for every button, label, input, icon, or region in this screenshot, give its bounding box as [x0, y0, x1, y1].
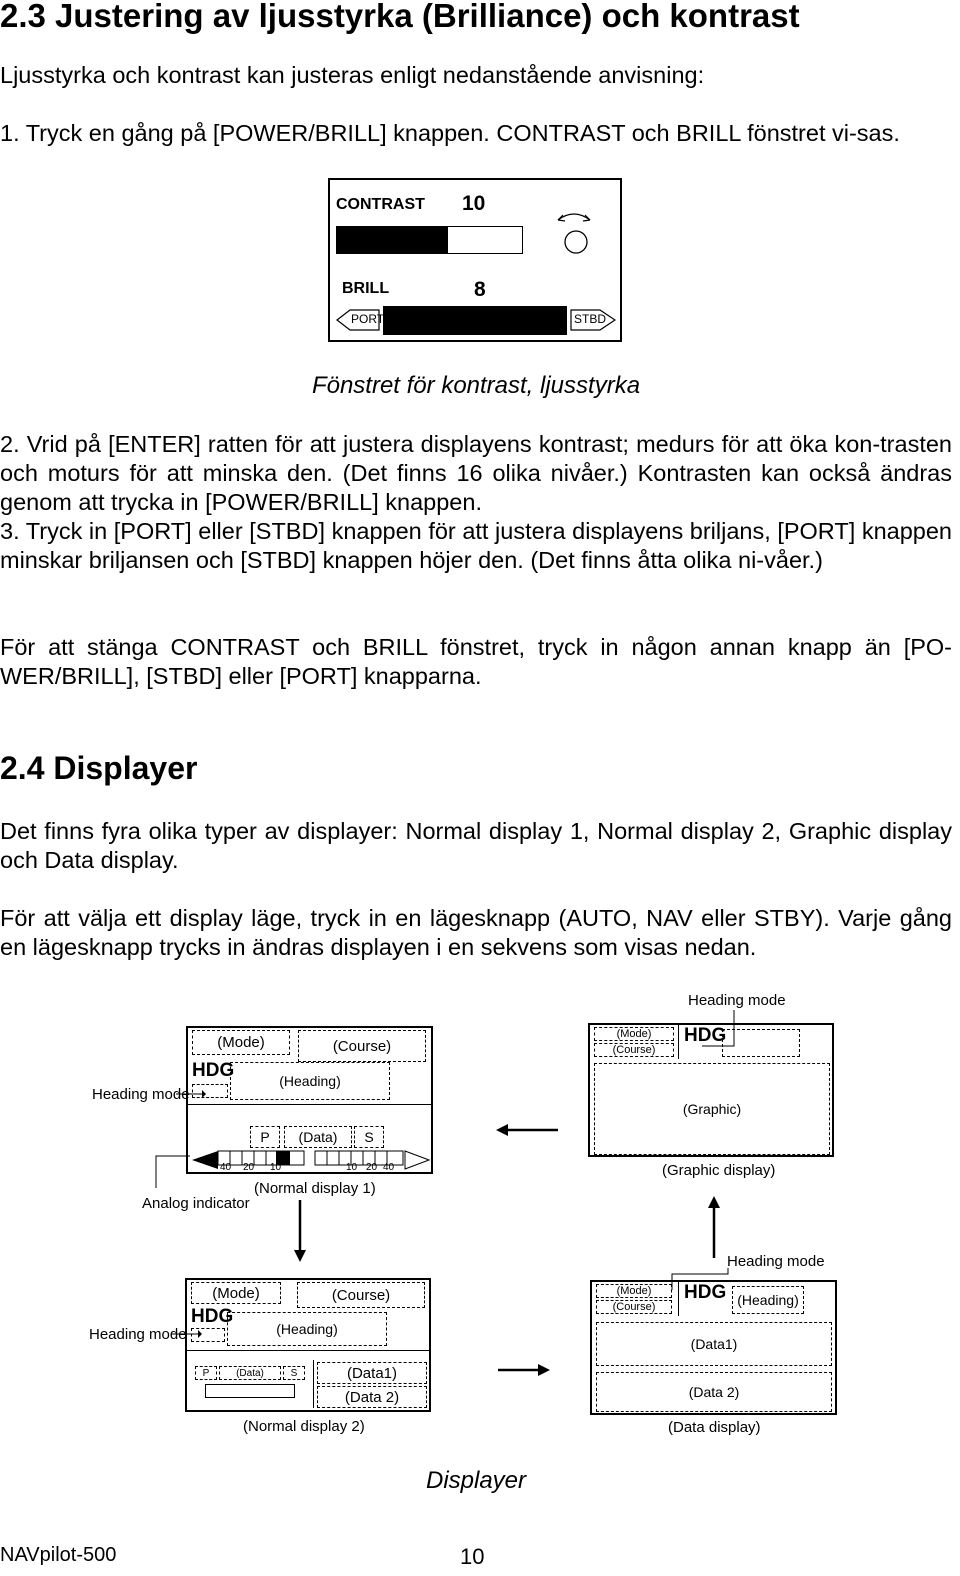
- scale-label: 10: [270, 1162, 282, 1173]
- heading-mode-callout: Heading mode: [92, 1086, 190, 1103]
- arrow-down-icon: [294, 1200, 306, 1262]
- brill-bar-fill: [383, 306, 567, 335]
- analog-scale: 40 20 10 10 20 40: [190, 1148, 431, 1173]
- scale-label: 10: [346, 1162, 358, 1173]
- graphic-field: (Graphic): [594, 1063, 830, 1155]
- divider: [187, 1350, 429, 1351]
- course-field: (Course): [594, 1043, 674, 1057]
- s-field: S: [283, 1366, 305, 1380]
- figure-caption-contrast: Fönstret för kontrast, ljusstyrka: [311, 372, 641, 399]
- divider: [313, 1360, 314, 1408]
- footer-product: NAVpilot-500: [0, 1544, 117, 1566]
- normal-display-2: (Mode) (Course) HDG (Heading) P (Data) S…: [185, 1278, 431, 1412]
- course-field: (Course): [596, 1300, 672, 1314]
- mode-field: (Mode): [596, 1284, 672, 1298]
- callout-line-icon: [671, 1268, 729, 1290]
- divider: [678, 1025, 679, 1059]
- step-1-text: 1. Tryck en gång på [POWER/BRILL] knappe…: [0, 120, 900, 146]
- graphic-display-label: (Graphic display): [662, 1162, 776, 1179]
- data2-field: (Data 2): [596, 1372, 832, 1412]
- heading-mode-callout: Heading mode: [89, 1326, 187, 1343]
- data-display: (Mode) (Course) HDG (Heading) (Data1) (D…: [590, 1280, 837, 1415]
- section-heading-2-4: 2.4 Displayer: [0, 750, 198, 786]
- callout-line-icon: [702, 1010, 735, 1047]
- brill-value: 8: [474, 278, 486, 301]
- scale-label: 20: [243, 1162, 255, 1173]
- data-field: (Data): [219, 1366, 281, 1380]
- port-label: PORT: [351, 312, 385, 326]
- hdg-label: HDG: [192, 1060, 235, 1081]
- contrast-value: 10: [462, 192, 486, 215]
- course-field: (Course): [297, 1282, 425, 1308]
- stbd-label: STBD: [574, 312, 607, 326]
- data2-field: (Data 2): [317, 1386, 427, 1408]
- stbd-arrow-icon: STBD: [570, 308, 617, 332]
- heading-mode-callout: Heading mode: [727, 1253, 825, 1270]
- contrast-brill-window: CONTRAST 10 BRILL 8 PORT STBD: [328, 178, 622, 342]
- course-field: (Course): [298, 1030, 426, 1062]
- normal-display-1: (Mode) (Course) HDG (Heading) P (Data) S…: [186, 1026, 433, 1174]
- contrast-bar: [336, 226, 523, 254]
- step-2-text: 2. Vrid på [ENTER] ratten för att juster…: [0, 431, 952, 515]
- scale-label: 40: [383, 1162, 395, 1173]
- heading-field: (Heading): [230, 1062, 390, 1100]
- mode-field: (Mode): [192, 1030, 290, 1055]
- graphic-display: (Mode) (Course) HDG (Graphic): [588, 1023, 834, 1157]
- mode-select-text: För att välja ett display läge, tryck in…: [0, 905, 952, 960]
- port-arrow-icon: PORT: [336, 308, 384, 332]
- heading-field: (Heading): [227, 1312, 387, 1346]
- heading-field: (Heading): [732, 1286, 804, 1314]
- divider: [188, 1104, 431, 1105]
- brill-bar: [383, 306, 567, 335]
- arrow-left-icon: [496, 1124, 558, 1136]
- hdg-label: HDG: [191, 1306, 234, 1327]
- hdg-label: HDG: [684, 1025, 727, 1046]
- hdg-label: HDG: [684, 1282, 727, 1303]
- contrast-label: CONTRAST: [336, 196, 425, 213]
- heading-mode-field: [192, 1084, 228, 1098]
- scale-label: 40: [220, 1162, 232, 1173]
- heading-field: [722, 1029, 800, 1057]
- data-display-label: (Data display): [668, 1419, 761, 1436]
- contrast-bar-fill: [337, 227, 448, 253]
- mode-field: (Mode): [191, 1282, 281, 1304]
- data1-field: (Data1): [596, 1322, 832, 1366]
- step-3-text: 3. Tryck in [PORT] eller [STBD] knappen …: [0, 518, 952, 573]
- mode-field: (Mode): [594, 1027, 674, 1041]
- enter-knob-icon: [552, 208, 596, 263]
- scale-label: 20: [366, 1162, 378, 1173]
- p-field: P: [195, 1366, 217, 1380]
- normal-display-2-label: (Normal display 2): [243, 1418, 365, 1435]
- brill-label: BRILL: [342, 280, 390, 297]
- s-field: S: [354, 1126, 384, 1148]
- normal-display-1-label: (Normal display 1): [254, 1180, 376, 1197]
- close-window-text: För att stänga CONTRAST och BRILL fönstr…: [0, 634, 952, 689]
- section-heading-2-3: 2.3 Justering av ljusstyrka (Brilliance)…: [0, 0, 800, 34]
- displays-intro-text: Det finns fyra olika typer av displayer:…: [0, 818, 952, 873]
- heading-mode-callout: Heading mode: [688, 992, 786, 1009]
- data-field: (Data): [284, 1126, 352, 1148]
- arrow-right-icon: [498, 1364, 550, 1376]
- footer-page-number: 10: [460, 1544, 485, 1569]
- p-field: P: [250, 1126, 280, 1148]
- intro-text: Ljusstyrka och kontrast kan justeras enl…: [0, 62, 705, 88]
- analog-bar: [205, 1384, 295, 1398]
- callout-line-icon: [155, 1155, 190, 1188]
- data1-field: (Data1): [317, 1362, 427, 1384]
- callout-arrow-icon: [172, 1330, 202, 1338]
- divider: [678, 1282, 679, 1316]
- heading-mode-field: [191, 1328, 225, 1342]
- figure-caption-displays: Displayer: [425, 1467, 527, 1494]
- analog-indicator-callout: Analog indicator: [142, 1195, 250, 1212]
- arrow-up-icon: [708, 1196, 720, 1258]
- callout-arrow-icon: [176, 1090, 206, 1098]
